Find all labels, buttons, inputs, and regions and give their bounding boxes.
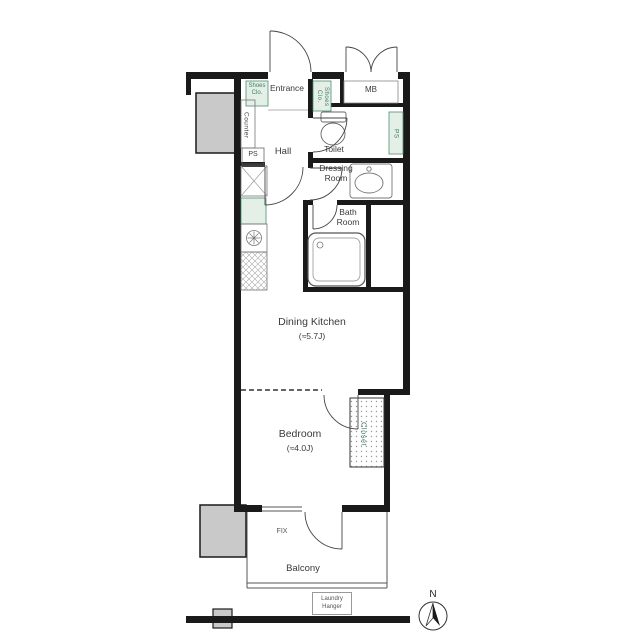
- label-shoes-closet-left: Shoes Clo.: [248, 83, 266, 96]
- toilet-door-arc: [312, 117, 348, 153]
- shoes-closet-right-box: [312, 80, 332, 112]
- balcony-railing: [246, 512, 388, 589]
- stove-fixture: [240, 223, 268, 253]
- washing-machine-pan: [240, 165, 268, 197]
- label-bedroom-size: (≈4.0J): [286, 443, 314, 453]
- walls: [186, 72, 410, 623]
- meter-box-outline: [343, 80, 399, 104]
- bedroom-door-arc: [323, 394, 359, 430]
- label-dining-kitchen-size: (≈5.7J): [298, 331, 326, 341]
- wash-basin-fixture: [349, 163, 393, 199]
- label-dining-kitchen: Dining Kitchen: [278, 316, 346, 328]
- label-shoes-closet-right: Shoes Clo.: [315, 86, 329, 107]
- refrigerator-space: [240, 197, 267, 225]
- label-pipe-space-left: PS: [248, 151, 258, 158]
- entrance-door-arc: [269, 30, 312, 73]
- hall-dk-door-arc: [264, 166, 304, 206]
- label-hall: Hall: [274, 146, 292, 157]
- label-entrance: Entrance: [269, 83, 305, 93]
- door-arcs: [264, 30, 398, 550]
- label-meter-box: MB: [365, 85, 377, 94]
- label-laundry-hanger: Laundry Hanger: [312, 592, 352, 615]
- label-counter: Counter: [242, 111, 250, 139]
- pipe-space-right-box: [388, 111, 404, 155]
- label-pipe-space-right: PS: [392, 128, 400, 139]
- kitchen-sink-fixture: [240, 251, 268, 291]
- label-toilet: Toilet: [324, 144, 344, 154]
- bathtub-fixture: [307, 232, 366, 287]
- fix-window-lines: [262, 506, 302, 512]
- balcony-door-arc: [304, 511, 343, 550]
- counter-outline: [240, 99, 256, 149]
- bath-door-arc: [312, 204, 338, 230]
- meter-box-door-right-arc: [370, 46, 398, 73]
- label-dressing-room: Dressing Room: [319, 163, 353, 183]
- meter-box-door-left-arc: [345, 46, 372, 73]
- label-closet: Closet: [359, 421, 369, 447]
- label-north: N: [429, 589, 437, 600]
- dressing-door-arc: [309, 167, 343, 201]
- label-bedroom: Bedroom: [278, 428, 322, 440]
- closet-box: [349, 397, 385, 468]
- north-compass-icon: [418, 601, 448, 631]
- gray-common-areas: [195, 92, 247, 629]
- label-bath-room: Bath Room: [336, 207, 360, 227]
- label-balcony: Balcony: [286, 563, 320, 574]
- label-fix-window: FIX: [276, 528, 288, 535]
